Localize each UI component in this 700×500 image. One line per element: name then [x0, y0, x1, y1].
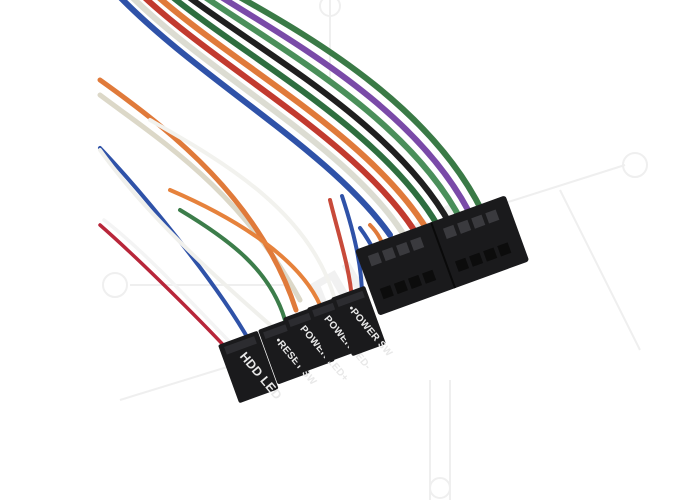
connector-hdd-led: HDD LED	[218, 331, 285, 403]
block-connector	[355, 196, 529, 315]
loose-wires	[97, 77, 402, 352]
ribbon-wires	[118, 0, 491, 238]
